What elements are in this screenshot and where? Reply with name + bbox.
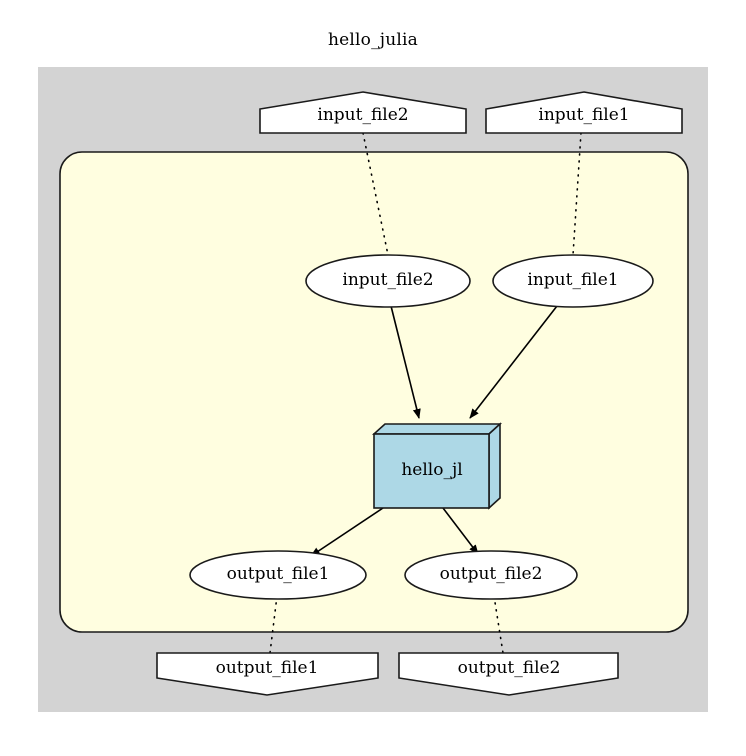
edge-input-file1-var-to-process bbox=[469, 305, 558, 419]
node-input-file2-var[interactable] bbox=[305, 254, 471, 308]
edge-input-file2-port-to-var bbox=[362, 132, 389, 256]
graph-title: hello_julia bbox=[327, 30, 419, 50]
workflow-cluster bbox=[59, 151, 689, 633]
edge-output-file1-var-to-port bbox=[269, 595, 278, 654]
node-output-file2-var[interactable] bbox=[404, 550, 578, 600]
node-process-hello-jl[interactable] bbox=[371, 422, 503, 510]
node-input-file2-port[interactable] bbox=[259, 91, 467, 134]
edge-process-to-output-file2 bbox=[442, 507, 479, 555]
edge-input-file1-port-to-var bbox=[572, 132, 582, 256]
node-output-file1-var[interactable] bbox=[189, 550, 367, 600]
edge-output-file2-var-to-port bbox=[493, 595, 504, 654]
node-output-file1-port[interactable] bbox=[156, 652, 379, 696]
node-input-file1-port[interactable] bbox=[485, 91, 683, 134]
edge-process-to-output-file1 bbox=[310, 507, 384, 557]
edge-input-file2-var-to-process bbox=[390, 305, 421, 419]
node-output-file2-port[interactable] bbox=[398, 652, 619, 696]
node-input-file1-var[interactable] bbox=[492, 254, 654, 308]
